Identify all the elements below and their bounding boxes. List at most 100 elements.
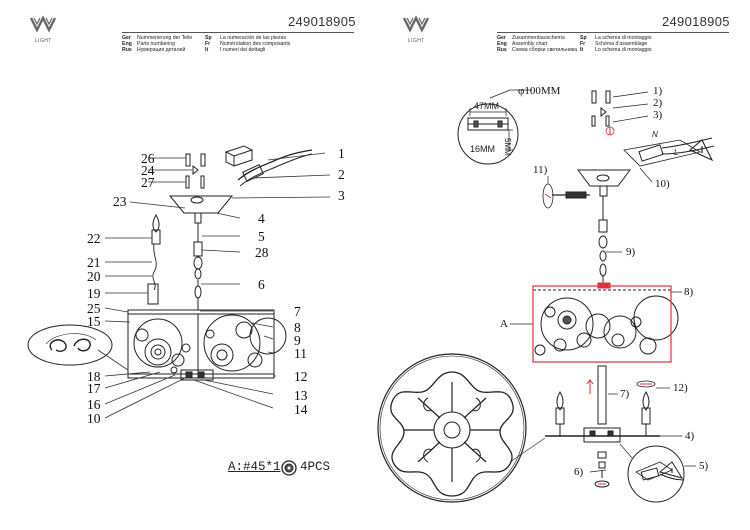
part-label: 16 [87, 397, 101, 412]
part-label: 11 [294, 346, 307, 361]
part-label: 27 [141, 175, 155, 190]
anchor-icon [185, 175, 190, 189]
step-label: 8) [684, 286, 694, 298]
product-code: 249018905 [662, 14, 730, 29]
crystal-ball-icon [281, 460, 297, 476]
step-label: 3) [653, 109, 663, 121]
parts-diagram [27, 145, 331, 476]
part-label: 19 [87, 286, 101, 301]
legend-label: A:#45*1 [228, 460, 281, 474]
wire-letter: L [674, 148, 679, 157]
dimension-label: 47MM [474, 101, 500, 111]
step-label: 5) [699, 460, 709, 472]
step-label: 6) [574, 466, 584, 478]
header-rule [122, 32, 354, 33]
part-label: 21 [87, 255, 101, 270]
part-label: 28 [255, 245, 269, 260]
highlight-frame [532, 285, 672, 363]
dimension-label: 16MM [470, 144, 496, 154]
warning-icon [658, 461, 684, 479]
bracket-detail [467, 117, 509, 131]
step-label: 10) [655, 178, 670, 190]
part-label: 3 [338, 188, 345, 203]
step-label: 7) [620, 388, 630, 400]
mounting-bracket [224, 145, 254, 167]
part-label: 22 [87, 231, 101, 246]
bottom-view-circle [377, 353, 527, 503]
part-label: 13 [294, 388, 308, 403]
lamp-holder [151, 229, 161, 245]
product-code: 249018905 [288, 14, 356, 29]
part-label: 6 [258, 277, 265, 292]
part-label: 1 [338, 146, 345, 161]
part-label: 8 [294, 320, 301, 335]
rod [597, 365, 607, 425]
screw-icon [200, 153, 206, 167]
part-label: 10 [87, 411, 101, 426]
part-label: 12 [294, 369, 308, 384]
logo-text: LIGHT [35, 38, 52, 44]
shade-frame [532, 285, 672, 363]
screw-icon [185, 153, 191, 167]
step-label: 2) [653, 97, 663, 109]
chain-link-icon [193, 256, 203, 270]
canopy-nut-icon [190, 196, 204, 204]
logo-mark-icon [402, 15, 430, 33]
logo-mark-icon [29, 15, 57, 33]
part-label: 24 [141, 163, 155, 178]
header-rule [497, 32, 729, 33]
part-label: 4 [258, 211, 265, 226]
step-label: 11) [533, 164, 548, 176]
dimension-label: φ100MM [518, 85, 561, 97]
logo-text: LIGHT [408, 38, 425, 44]
part-label: 26 [141, 151, 155, 166]
terminal-block-icon [638, 144, 664, 162]
right-logo: LIGHT [402, 14, 430, 44]
canopy [168, 195, 234, 214]
step-label: 9) [626, 246, 636, 258]
part-label: 7 [294, 304, 301, 319]
canopy [577, 169, 631, 187]
wire-letter: N [652, 130, 658, 139]
step-label: 12) [673, 382, 688, 394]
part-label: 17 [87, 381, 101, 396]
detail-callout [27, 324, 113, 366]
dimension-label: 5MM [503, 138, 512, 156]
legend-count: 4PCS [300, 460, 331, 474]
part-label: 23 [113, 194, 127, 209]
part-label: 14 [294, 402, 308, 417]
stem-tube [193, 241, 203, 257]
washer-icon [192, 164, 199, 176]
warning-icon [688, 139, 714, 162]
part-label: 9 [294, 333, 301, 348]
part-label: 15 [87, 314, 101, 329]
connector-block [147, 283, 159, 305]
bulb-icon [556, 390, 564, 411]
bottom-plate [180, 369, 214, 381]
section-label: A [500, 318, 508, 330]
part-label: 20 [87, 269, 101, 284]
step-label: 1) [653, 85, 663, 97]
left-logo: LIGHT [29, 14, 57, 44]
center-hub [583, 427, 621, 443]
anchor-icon [200, 175, 205, 189]
part-label: 2 [338, 167, 345, 182]
bulb-icon [642, 390, 650, 411]
step-label: 4) [685, 430, 695, 442]
terminal-block-icon [242, 164, 264, 182]
part-label: 18 [87, 369, 101, 384]
